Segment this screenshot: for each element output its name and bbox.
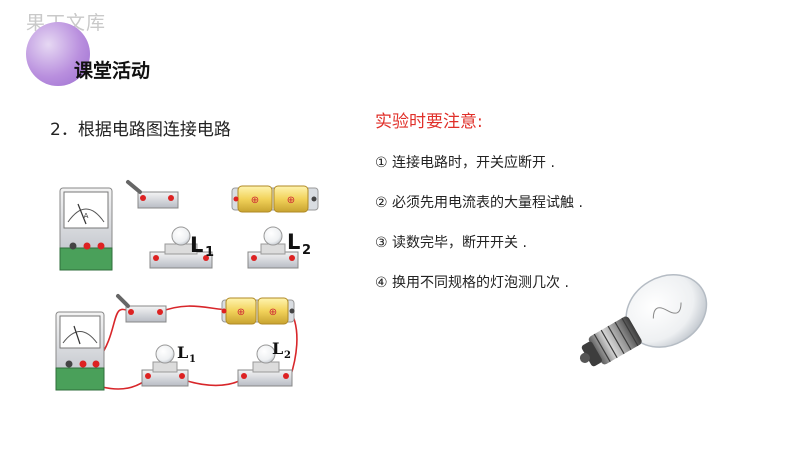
ammeter-top: A — [59, 187, 113, 271]
note-item-3: ③ 读数完毕，断开开关 . — [375, 235, 527, 251]
section-title: 课堂活动 — [74, 60, 151, 82]
battery-sign: ⊕ — [237, 307, 245, 318]
note-item-4: ④ 换用不同规格的灯泡测几次 . — [375, 275, 569, 291]
meter-label: A — [84, 212, 89, 220]
switch-top — [126, 180, 179, 209]
notes-title: 实验时要注意: — [375, 112, 483, 132]
ammeter-bottom — [55, 311, 105, 391]
lamp1-label: L — [190, 233, 203, 257]
lamp-l1-bottom — [141, 344, 189, 387]
battery-bottom: ⊕ ⊕ — [221, 297, 295, 325]
lamp-l1-top — [149, 226, 213, 269]
lamp2-subscript-bottom: 2 — [284, 350, 291, 361]
lamp1-subscript-bottom: 1 — [189, 354, 196, 365]
battery-sign: ⊕ — [269, 307, 277, 318]
note-item-2: ② 必须先用电流表的大量程试触 . — [375, 195, 583, 211]
note-item-1: ① 连接电路时，开关应断开 . — [375, 155, 555, 171]
lamp2-label: L — [287, 230, 300, 254]
decorative-circle — [26, 22, 90, 86]
lamp-l2-bottom — [237, 344, 293, 387]
battery-sign: ⊕ — [251, 195, 259, 206]
battery-top: ⊕ ⊕ — [231, 185, 319, 213]
bulb-image — [579, 274, 708, 367]
lamp2-subscript: 2 — [302, 243, 311, 258]
step-title: 2．根据电路图连接电路 — [50, 120, 231, 140]
lamp1-label-bottom: L — [177, 343, 188, 362]
lamp2-label-bottom: L — [272, 339, 283, 358]
lamp-l2-top — [247, 226, 299, 269]
switch-bottom — [116, 294, 167, 323]
lamp1-subscript: 1 — [205, 245, 214, 260]
battery-sign: ⊕ — [287, 195, 295, 206]
